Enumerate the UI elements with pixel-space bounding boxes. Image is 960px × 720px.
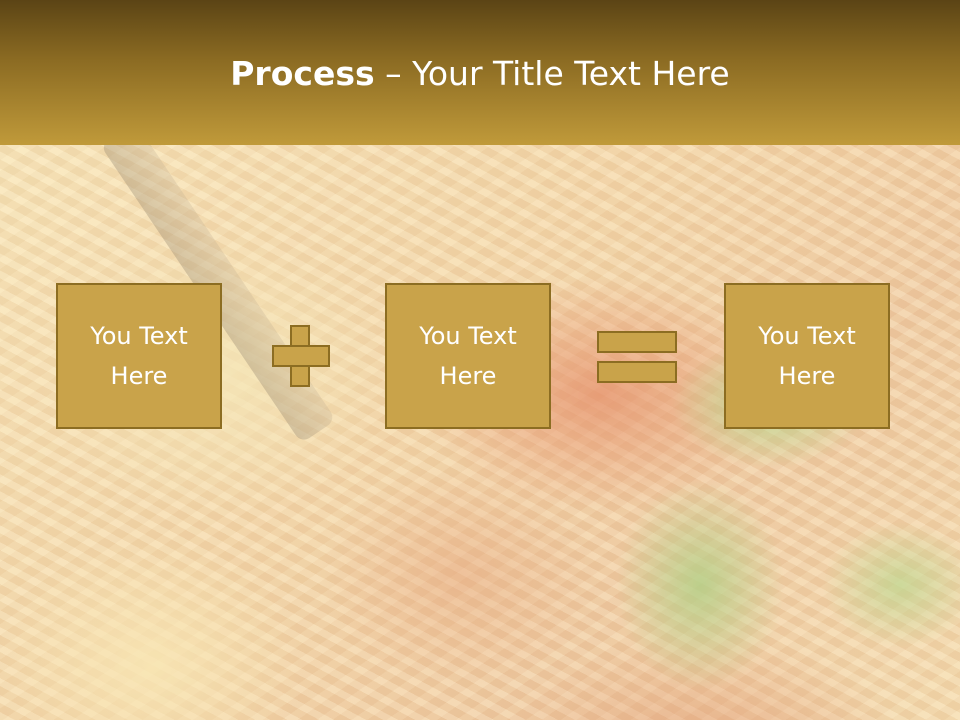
title-bar: Process – Your Title Text Here (0, 0, 960, 145)
process-box-1-text: You Text Here (90, 322, 188, 390)
process-box-2: You Text Here (385, 283, 551, 429)
title-bold: Process (230, 54, 375, 93)
background-wash (0, 145, 960, 720)
title-rest: – Your Title Text Here (374, 54, 730, 93)
process-box-2-text: You Text Here (419, 322, 517, 390)
process-box-1: You Text Here (56, 283, 222, 429)
background-photo (0, 145, 960, 720)
slide-title: Process – Your Title Text Here (0, 52, 960, 96)
process-box-3: You Text Here (724, 283, 890, 429)
process-box-3-text: You Text Here (758, 322, 856, 390)
